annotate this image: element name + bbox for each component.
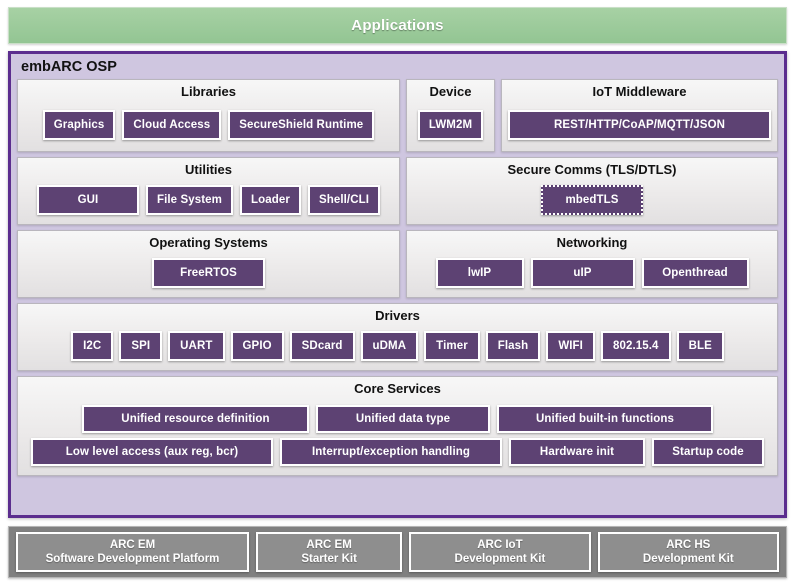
row-libraries: Libraries Graphics Cloud Access SecureSh… [17,79,778,152]
chip-unified-data-type[interactable]: Unified data type [316,404,490,433]
panel-networking: Networking lwIP uIP Openthread [406,230,778,298]
chip-unified-resource-definition[interactable]: Unified resource definition [82,404,309,433]
panel-items-drivers: I2C SPI UART GPIO SDcard uDMA Timer Flas… [24,328,771,364]
embarc-osp-container: embARC OSP Libraries Graphics Cloud Acce… [8,51,787,518]
chip-mbedtls[interactable]: mbedTLS [541,185,643,215]
panel-title-drivers: Drivers [375,308,420,323]
panel-items-device: LWM2M [413,104,488,145]
spacer-hardware [8,518,787,526]
panel-items-networking: lwIP uIP Openthread [413,255,771,291]
row-operating-systems: Operating Systems FreeRTOS Networking lw… [17,230,778,298]
row-drivers: Drivers I2C SPI UART GPIO SDcard uDMA Ti… [17,303,778,371]
panel-items-core-services: Unified resource definition Unified data… [24,401,771,469]
core-services-subrow-2: Low level access (aux reg, bcr) Interrup… [24,437,771,466]
hw-chip-line2: Starter Kit [301,553,357,565]
chip-file-system[interactable]: File System [145,185,233,215]
hw-chip-arc-em-starter-kit[interactable]: ARC EM Starter Kit [256,532,403,572]
chip-lwip[interactable]: lwIP [435,258,524,288]
chip-secureshield-runtime[interactable]: SecureShield Runtime [228,109,375,140]
hw-chip-line1: ARC EM [109,539,156,551]
panel-device: Device LWM2M [406,79,495,152]
embarc-osp-title: embARC OSP [21,59,117,75]
hw-chip-line1: ARC EM [306,539,352,551]
panel-items-iot-middleware: REST/HTTP/CoAP/MQTT/JSON [508,104,771,145]
chip-cloud-access[interactable]: Cloud Access [122,109,222,140]
row-core-services: Core Services Unified resource definitio… [17,376,778,476]
chip-interrupt-exception-handling[interactable]: Interrupt/exception handling [280,437,502,466]
chip-rest-http-coap-mqtt-json[interactable]: REST/HTTP/CoAP/MQTT/JSON [508,109,771,140]
row-utilities: Utilities GUI File System Loader Shell/C… [17,157,778,225]
panel-title-networking: Networking [556,235,628,250]
applications-label: Applications [351,17,444,34]
panel-secure-comms: Secure Comms (TLS/DTLS) mbedTLS [406,157,778,225]
spacer-applications [8,44,787,51]
core-services-subrow-1: Unified resource definition Unified data… [24,404,771,433]
panel-operating-systems: Operating Systems FreeRTOS [17,230,400,298]
panel-items-secure-comms: mbedTLS [413,182,771,218]
chip-graphics[interactable]: Graphics [42,109,116,140]
chip-ble[interactable]: BLE [676,331,724,361]
chip-wifi[interactable]: WIFI [546,331,595,361]
chip-openthread[interactable]: Openthread [641,258,749,288]
hw-chip-line2: Software Development Platform [45,553,220,565]
panel-title-utilities: Utilities [185,162,232,177]
panel-title-libraries: Libraries [181,84,236,99]
panel-title-iot-middleware: IoT Middleware [592,84,687,99]
hardware-platforms-row: ARC EM Software Development Platform ARC… [8,526,787,578]
hw-chip-line2: Development Kit [454,553,546,565]
hw-chip-line1: ARC HS [666,539,711,551]
chip-hardware-init[interactable]: Hardware init [509,437,645,466]
panel-libraries: Libraries Graphics Cloud Access SecureSh… [17,79,400,152]
panel-items-libraries: Graphics Cloud Access SecureShield Runti… [24,104,393,145]
hw-chip-line2: Development Kit [642,553,734,565]
panel-items-operating-systems: FreeRTOS [24,255,393,291]
hw-chip-line1: ARC IoT [477,539,523,551]
panel-title-operating-systems: Operating Systems [149,235,268,250]
chip-freertos[interactable]: FreeRTOS [152,258,265,288]
embarc-osp-body: Libraries Graphics Cloud Access SecureSh… [17,79,778,508]
panel-items-utilities: GUI File System Loader Shell/CLI [24,182,393,218]
hw-chip-arc-iot-development-kit[interactable]: ARC IoT Development Kit [409,532,591,572]
panel-iot-middleware: IoT Middleware REST/HTTP/CoAP/MQTT/JSON [501,79,778,152]
chip-gpio[interactable]: GPIO [230,331,284,361]
chip-startup-code[interactable]: Startup code [652,437,764,466]
chip-i2c[interactable]: I2C [71,331,114,361]
panel-title-core-services: Core Services [354,381,441,396]
panel-utilities: Utilities GUI File System Loader Shell/C… [17,157,400,225]
applications-banner: Applications [8,7,787,44]
chip-unified-built-in-functions[interactable]: Unified built-in functions [497,404,713,433]
hw-chip-arc-em-software-development-platform[interactable]: ARC EM Software Development Platform [16,532,249,572]
chip-uart[interactable]: UART [168,331,225,361]
chip-spi[interactable]: SPI [119,331,163,361]
chip-uip[interactable]: uIP [530,258,635,288]
chip-lwm2m[interactable]: LWM2M [417,109,484,140]
chip-loader[interactable]: Loader [239,185,301,215]
panel-title-secure-comms: Secure Comms (TLS/DTLS) [507,162,677,177]
chip-802-15-4[interactable]: 802.15.4 [600,331,671,361]
panel-drivers: Drivers I2C SPI UART GPIO SDcard uDMA Ti… [17,303,778,371]
panel-title-device: Device [429,84,472,99]
chip-low-level-access[interactable]: Low level access (aux reg, bcr) [31,437,273,466]
panel-core-services: Core Services Unified resource definitio… [17,376,778,476]
hw-chip-arc-hs-development-kit[interactable]: ARC HS Development Kit [597,532,779,572]
chip-gui[interactable]: GUI [36,185,139,215]
chip-shell-cli[interactable]: Shell/CLI [307,185,381,215]
chip-flash[interactable]: Flash [485,331,541,361]
chip-sdcard[interactable]: SDcard [289,331,355,361]
chip-udma[interactable]: uDMA [360,331,419,361]
chip-timer[interactable]: Timer [424,331,480,361]
